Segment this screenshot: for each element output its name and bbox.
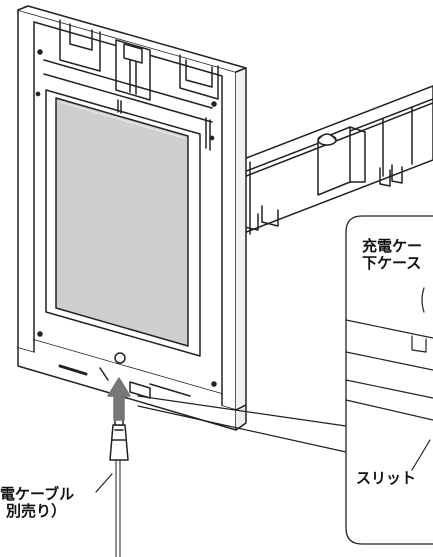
monitor-arm [235,85,433,237]
home-button-hole [114,352,126,364]
callout-title: 充電ケー 下ケース [362,238,422,272]
display-panel [55,97,189,347]
cable-label-line1: 電ケーブル [0,485,75,503]
callout-title-line1: 充電ケー [362,237,423,255]
charging-cable [109,411,129,557]
callout [95,215,433,545]
callout-title-line2: 下ケース [362,254,422,272]
up-arrow-icon [107,377,131,421]
tablet-holder [17,5,247,431]
cable-label-line2: 別売り） [6,502,67,520]
cable-label: 電ケーブル 別売り） [0,486,74,520]
slit-label: スリット [356,469,417,487]
